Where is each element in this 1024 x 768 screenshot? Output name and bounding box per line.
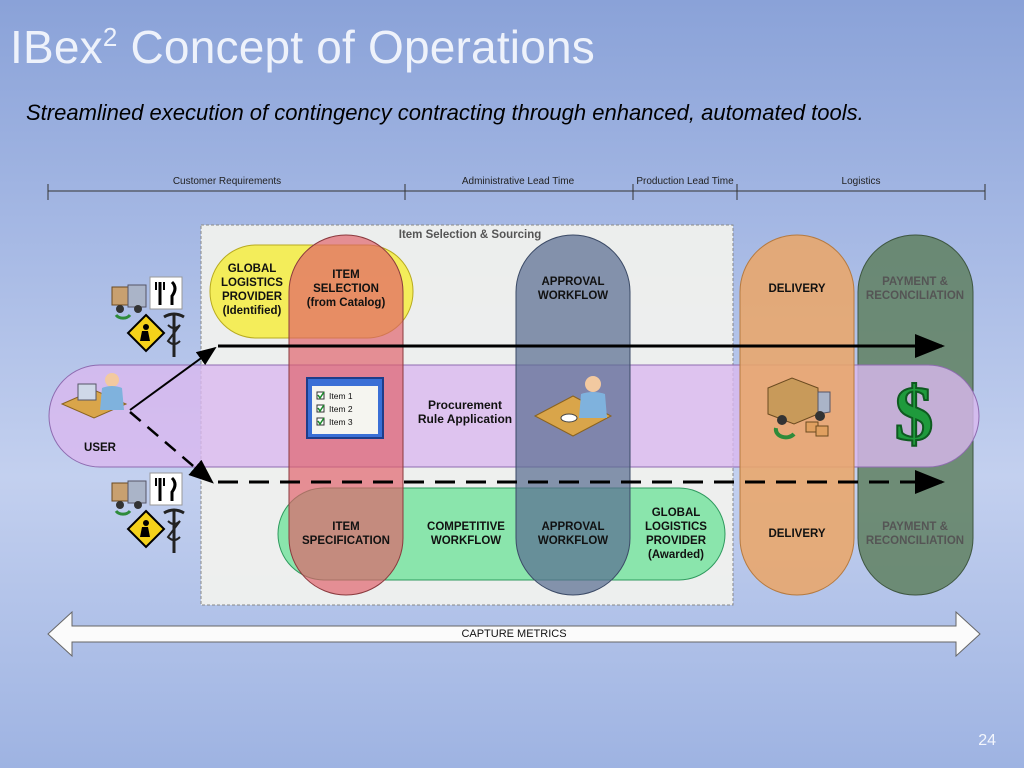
medical-caduceus-icon	[163, 508, 185, 553]
medical-caduceus-icon	[163, 312, 185, 357]
catalog-item-1: Item 1	[329, 391, 353, 401]
fork-knife-icon	[149, 472, 183, 506]
global-logistics-awarded-label: GLOBAL LOGISTICS PROVIDER (Awarded)	[645, 507, 707, 561]
delivery-truck-icon	[111, 284, 147, 320]
capture-metrics-label: CAPTURE METRICS	[461, 628, 567, 640]
page-number: 24	[978, 732, 996, 749]
global-logistics-identified-label: GLOBAL LOGISTICS PROVIDER (Identified)	[221, 263, 283, 317]
payment-top-label: PAYMENT & RECONCILIATION	[865, 276, 965, 302]
requirements-icons-bottom	[111, 472, 185, 553]
page-title: IBex2 Concept of Operations	[10, 21, 595, 73]
user-computer-icon	[60, 373, 128, 419]
approval-workflow-top-label: APPROVAL WORKFLOW	[537, 276, 609, 302]
competitive-workflow-label: COMPETITIVE WORKFLOW	[427, 521, 505, 547]
procurement-rule-label: Procurement Rule Application	[417, 398, 513, 426]
fork-knife-icon	[149, 276, 183, 310]
timeline-logistics: Logistics	[841, 176, 881, 187]
delivery-truck-icon	[767, 377, 831, 440]
delivery-top-label: DELIVERY	[768, 283, 826, 295]
user-label: USER	[84, 442, 116, 454]
timeline-production-lead-time: Production Lead Time	[636, 176, 734, 187]
sourcing-box-label: Item Selection & Sourcing	[398, 229, 542, 241]
checklist-window-icon: Item 1 Item 2 Item 3	[306, 377, 384, 439]
flow-arrows	[129, 334, 945, 494]
timeline	[47, 184, 986, 200]
requirements-icons-top	[111, 276, 185, 357]
construction-sign-icon	[126, 509, 166, 549]
page-subtitle: Streamlined execution of contingency con…	[26, 100, 864, 125]
construction-sign-icon	[126, 313, 166, 353]
delivery-truck-icon	[111, 480, 147, 516]
catalog-item-3: Item 3	[329, 417, 353, 427]
dollar-sign-icon: $	[895, 370, 934, 457]
item-specification-label: ITEM SPECIFICATION	[302, 521, 390, 547]
timeline-customer-requirements: Customer Requirements	[172, 176, 282, 187]
item-selection-label: ITEM SELECTION (from Catalog)	[306, 269, 386, 309]
approver-desk-icon	[533, 376, 613, 437]
approval-workflow-bottom-label: APPROVAL WORKFLOW	[537, 521, 609, 547]
delivery-bottom-label: DELIVERY	[768, 528, 826, 540]
capture-metrics-arrow	[47, 610, 981, 658]
payment-bottom-label: PAYMENT & RECONCILIATION	[865, 521, 965, 547]
timeline-administrative-lead-time: Administrative Lead Time	[461, 176, 575, 187]
catalog-item-2: Item 2	[329, 404, 353, 414]
